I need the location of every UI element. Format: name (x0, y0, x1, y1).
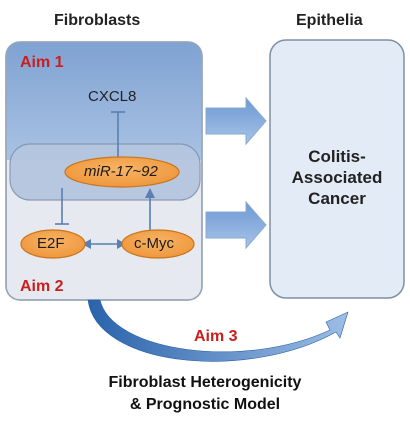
arrow-upper (205, 96, 267, 146)
aim2-label: Aim 2 (20, 278, 64, 295)
activation-cmyc-to-mirna (145, 188, 155, 234)
cmyc-oval (121, 229, 195, 259)
epithelia-text: Colitis- Associated Cancer (272, 146, 402, 209)
epithelia-header: Epithelia (296, 12, 363, 29)
cxcl8-label: CXCL8 (88, 88, 137, 105)
curved-arrow-aim3 (87, 299, 349, 362)
e2f-label: E2F (37, 235, 65, 252)
footer-text: Fibroblast Heterogenicity & Prognostic M… (0, 372, 410, 416)
epithelia-box (269, 39, 405, 299)
epithelia-line1: Colitis- (308, 147, 366, 166)
cmyc-label: c-Myc (134, 235, 174, 252)
inhibition-e2f (55, 188, 69, 225)
footer-line1: Fibroblast Heterogenicity (108, 374, 302, 391)
e2f-oval (20, 229, 86, 259)
aim1-label: Aim 1 (20, 54, 64, 71)
epithelia-line3: Cancer (308, 189, 366, 208)
footer-line2: & Prognostic Model (129, 396, 281, 413)
fibroblasts-header: Fibroblasts (54, 12, 141, 29)
aim3-label: Aim 3 (194, 328, 238, 345)
mirna-oval (64, 156, 180, 188)
mirna-label: miR-17~92 (84, 163, 158, 180)
epithelia-line2: Associated (291, 168, 383, 187)
arrow-lower (205, 200, 267, 250)
inhibition-cxcl8 (111, 111, 125, 160)
